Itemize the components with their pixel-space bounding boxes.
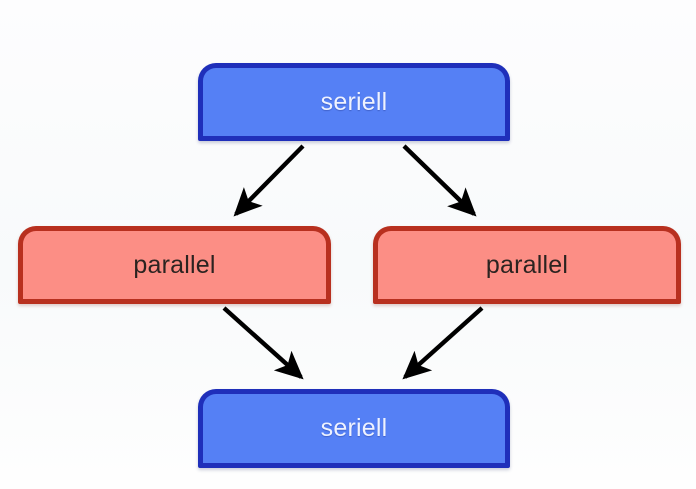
edge-top-to-right — [402, 144, 477, 217]
edge-left-to-bottom — [222, 306, 304, 380]
node-serial-bottom-label: seriell — [320, 414, 388, 442]
node-parallel-left[interactable]: parallel — [18, 226, 331, 304]
node-serial-top-label: seriell — [320, 87, 388, 116]
edge-top-to-left — [233, 144, 305, 217]
node-parallel-left-label: parallel — [133, 250, 216, 279]
node-serial-top[interactable]: seriell — [198, 63, 510, 141]
edge-right-to-bottom — [402, 306, 484, 380]
node-serial-bottom[interactable]: seriell — [198, 389, 510, 468]
node-parallel-right-label: parallel — [485, 250, 569, 279]
node-parallel-right[interactable]: parallel — [373, 226, 681, 304]
